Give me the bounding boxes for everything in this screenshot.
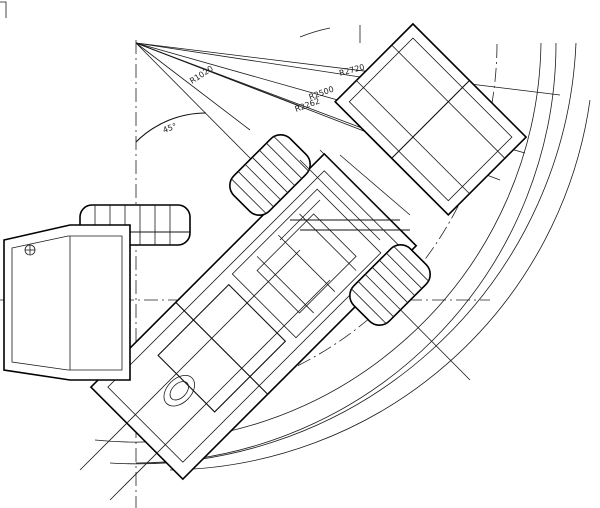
frame-corner-mark xyxy=(0,1,7,18)
ground-lines xyxy=(79,249,331,501)
rear-counterweight xyxy=(3,224,131,381)
angle-label-45: 45° xyxy=(162,122,178,135)
bucket xyxy=(334,22,528,216)
radius-label-r2500: R2500 xyxy=(308,85,335,102)
lift-frame xyxy=(279,149,411,241)
loader-chassis xyxy=(89,152,418,481)
